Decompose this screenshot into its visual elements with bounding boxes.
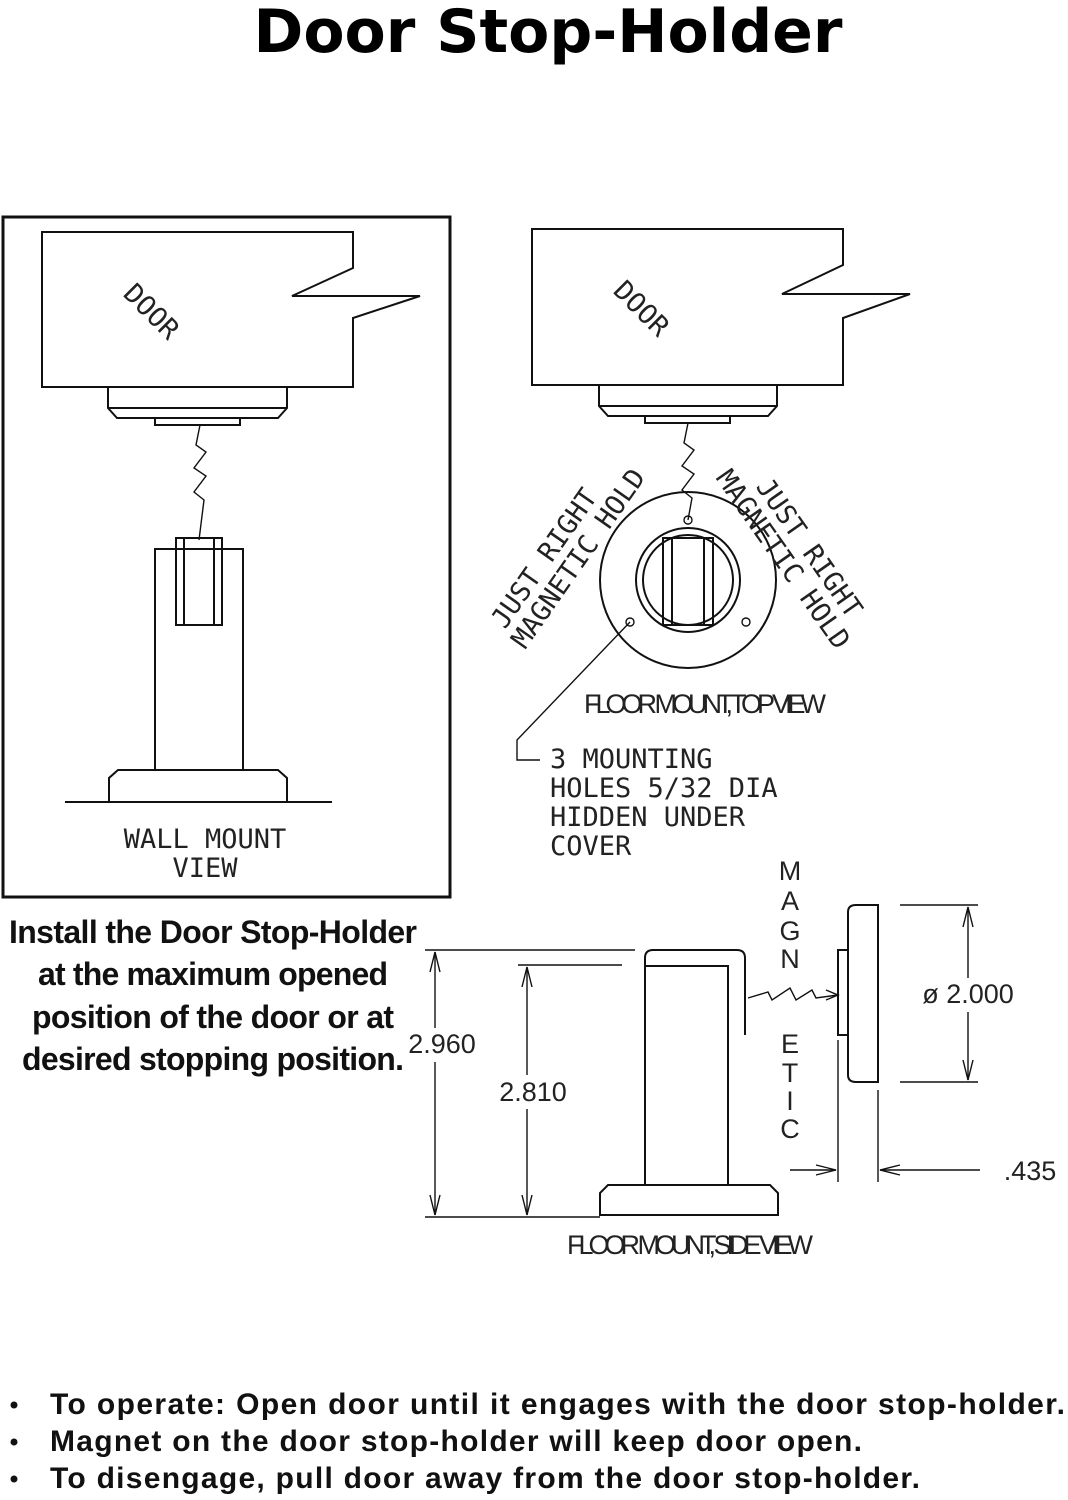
instruction-line: desired stopping position. xyxy=(22,1041,404,1077)
arrowheads xyxy=(521,966,533,1216)
base xyxy=(108,769,288,803)
magnetic-letter: M xyxy=(779,856,802,886)
bullet-item: Magnet on the door stop-holder will keep… xyxy=(50,1425,862,1458)
post xyxy=(154,548,244,771)
dim-post-height: 2.810 xyxy=(499,1077,567,1107)
arrowhead xyxy=(825,989,840,1001)
post xyxy=(644,949,746,1185)
magnetic-letter: E xyxy=(781,1029,799,1059)
magnet-block xyxy=(662,537,714,626)
wall-mount-caption-2: VIEW xyxy=(172,853,238,884)
instruction-line: Install the Door Stop-Holder xyxy=(9,914,417,950)
door-shape xyxy=(41,231,421,388)
install-instructions: Install the Door Stop-Holder at the maxi… xyxy=(9,914,417,1077)
arrowheads xyxy=(429,951,441,1216)
holes-note-1: 3 MOUNTING xyxy=(550,744,713,775)
door-label: DOOR xyxy=(607,275,675,343)
holes-note-2: HOLES 5/32 DIA xyxy=(550,773,778,804)
door-magnet xyxy=(107,386,288,419)
magnetic-zigzag xyxy=(192,424,208,541)
holes-note-3: HIDDEN UNDER xyxy=(550,802,746,833)
magnetic-letter: I xyxy=(786,1086,794,1116)
mounting-hole xyxy=(683,515,693,525)
bullet-item: To disengage, pull door away from the do… xyxy=(50,1462,920,1495)
magnetic-letter: C xyxy=(780,1114,800,1144)
mounting-hole xyxy=(625,617,635,627)
ring-outer xyxy=(635,527,741,633)
bullet-item: To operate: Open door until it engages w… xyxy=(50,1388,1065,1421)
wall-mount-caption-1: WALL MOUNT xyxy=(124,824,287,855)
page-title: Door Stop-Holder xyxy=(254,0,843,67)
door-label: DOOR xyxy=(117,278,185,346)
bullet-dot xyxy=(10,1438,18,1446)
floor-mount-top-view: DOOR JUST RIGHT MAGNETIC HOLD JUST RIGHT… xyxy=(485,228,911,862)
bullet-dot xyxy=(10,1401,18,1409)
door-shape xyxy=(531,228,911,386)
door-magnet-cover xyxy=(847,904,879,1083)
magnetic-letter: G xyxy=(779,916,800,946)
magnetic-zigzag xyxy=(747,986,839,1002)
floor-mount-side-view: 2.960 2.810 ø 2.000 .435 M A G N E T I C… xyxy=(408,856,1056,1260)
dim-thickness: .435 xyxy=(1004,1156,1057,1186)
magnet-ring xyxy=(175,537,223,626)
ring-inner xyxy=(642,534,734,626)
operation-bullets: To operate: Open door until it engages w… xyxy=(10,1388,1065,1495)
door-plate xyxy=(154,417,241,426)
door-plate xyxy=(644,415,731,424)
holes-note-4: COVER xyxy=(550,831,632,862)
magnetic-zigzag xyxy=(680,422,696,521)
magnetic-letter: N xyxy=(780,944,800,974)
dim-diameter: ø 2.000 xyxy=(922,979,1014,1009)
arrowheads xyxy=(815,1164,901,1176)
wall-mount-view: DOOR WALL MOUNT VIEW xyxy=(1,215,452,899)
leader-line xyxy=(516,621,631,761)
door-magnet-plate xyxy=(837,949,849,1036)
door-magnet xyxy=(598,384,778,417)
instruction-line: position of the door or at xyxy=(32,999,394,1035)
base xyxy=(599,1184,779,1216)
arrowheads xyxy=(962,906,974,1081)
magnetic-letter: T xyxy=(782,1058,799,1088)
outer-cover xyxy=(599,491,777,669)
dim-total-height: 2.960 xyxy=(408,1029,476,1059)
magnetic-letter: A xyxy=(781,886,799,916)
side-view-caption: FLOOR MOUNT, SIDE VIEW xyxy=(567,1230,814,1260)
bullet-dot xyxy=(10,1475,18,1483)
top-view-caption: FLOOR MOUNT, TOP VIEW xyxy=(584,689,827,719)
instruction-line: at the maximum opened xyxy=(38,956,388,992)
mounting-hole xyxy=(741,617,751,627)
wall-mount-frame xyxy=(1,215,452,899)
